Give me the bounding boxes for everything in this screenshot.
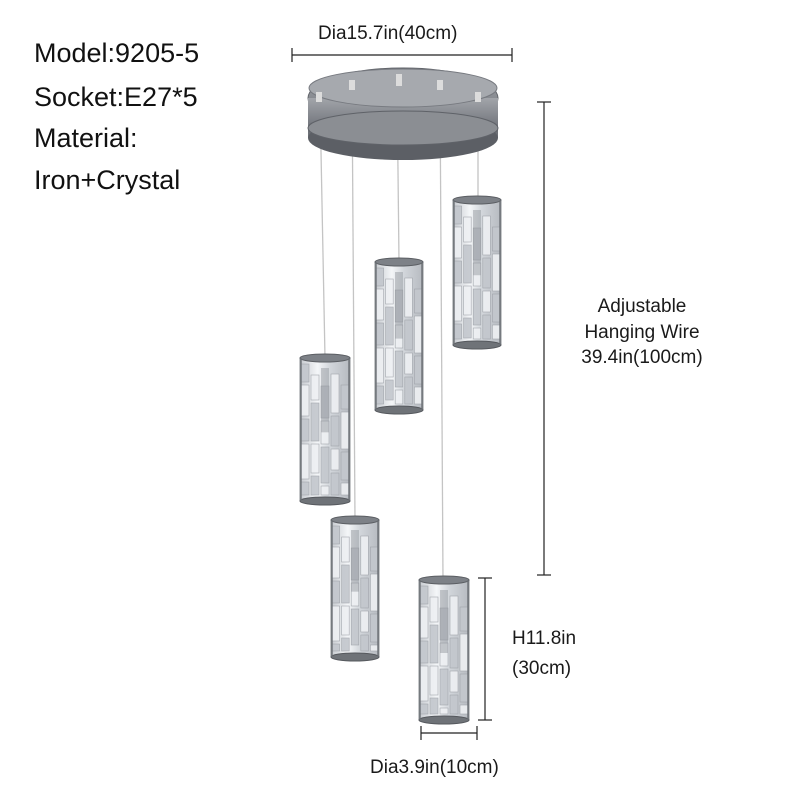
pendant-shade-5 [418,575,470,725]
wire-length-line2: Hanging Wire [584,321,700,343]
shade-height-line1: H11.8in [512,628,577,649]
model-label: Model:9205-5 [34,38,200,68]
shade-height-dimension-line [478,577,492,721]
socket-label: Socket:E27*5 [34,82,198,112]
pendant-shade-1 [452,195,502,350]
wire-length-dimension-line [537,101,551,576]
pendant-shade-2 [374,257,424,415]
canopy-diameter-label: Dia15.7in(40cm) [318,23,458,44]
shade-diameter-label: Dia3.9in(10cm) [370,757,499,778]
wire-length-line3: 39.4in(100cm) [581,347,703,369]
wire-length-line1: Adjustable [597,296,687,317]
wire-length-label: Adjustable Hanging Wire 39.4in(100cm) [560,294,724,371]
canopy [307,67,499,160]
pendant-shade-3 [299,353,351,506]
material-value: Iron+Crystal [34,165,181,195]
pendant-shades [299,195,502,725]
shade-height-label: H11.8in (30cm) [512,624,576,685]
shade-diameter-dimension-line [420,726,478,740]
canopy-dimension-line [291,48,513,62]
material-label: Material: [34,123,138,153]
pendant-shade-4 [330,515,380,662]
shade-height-line2: (30cm) [512,658,572,680]
